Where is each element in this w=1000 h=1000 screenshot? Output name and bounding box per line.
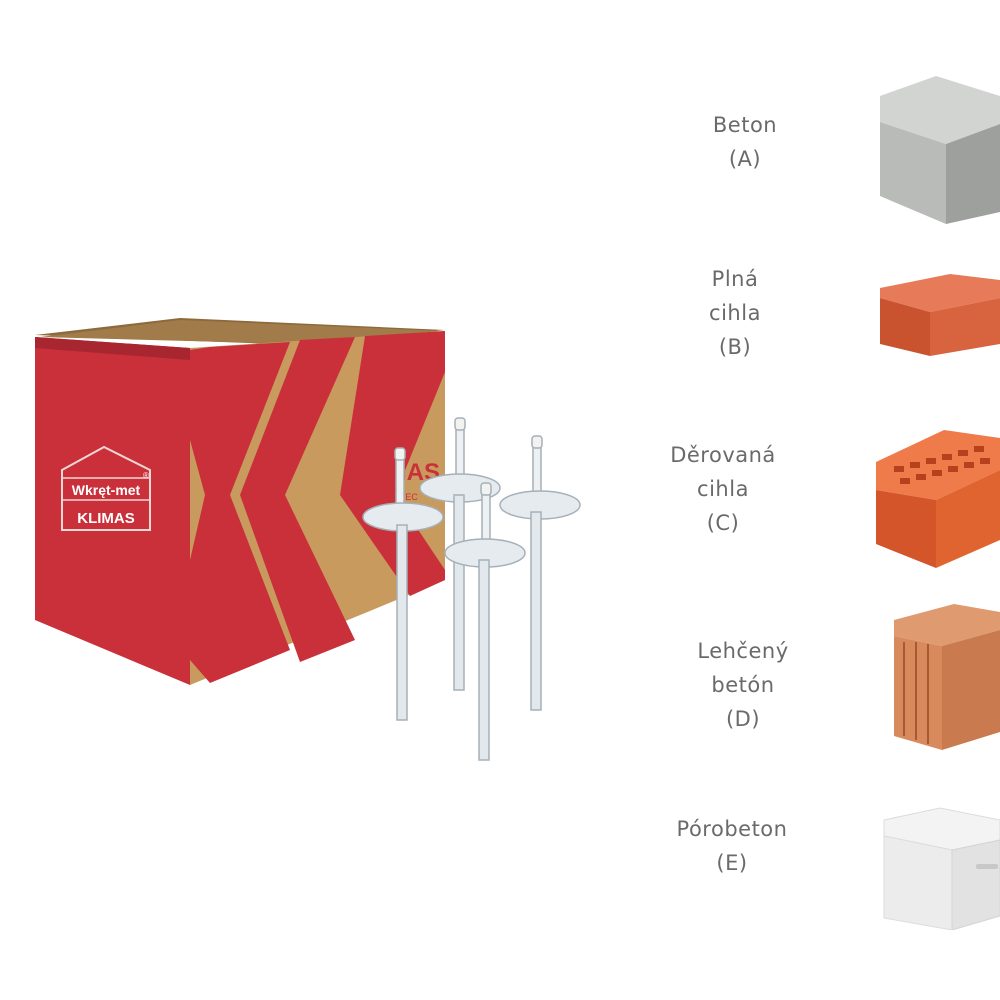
material-d-line-1: Lehčený [697, 639, 789, 663]
product-image: Wkręt-met ® KLIMAS KLIMAS FASTENER TEC [35, 318, 581, 761]
material-a-line-2: (A) [728, 147, 762, 171]
material-c-line-2: cihla [697, 477, 749, 501]
material-d-line-2: betón [711, 673, 775, 697]
material-a-line-1: Beton [712, 113, 778, 137]
material-c-line-1: Děrovaná [670, 443, 776, 467]
material-e-line-2: (E) [716, 851, 748, 875]
material-e-line-1: Pórobeton [676, 817, 788, 841]
registered-mark: ® [143, 471, 149, 480]
concrete-block-icon [876, 72, 1000, 224]
brand-badge [61, 445, 151, 531]
box-brand-name: KLIMAS [77, 510, 135, 527]
material-b-line-2: cihla [709, 301, 761, 325]
material-label-a: Beton (A) [660, 108, 830, 176]
aerated-concrete-block-icon [880, 806, 1000, 930]
brand-badge-text: Wkręt-met [72, 482, 141, 498]
material-c-line-3: (C) [706, 511, 740, 535]
material-d-line-3: (D) [725, 707, 761, 731]
perforated-brick-icon [864, 420, 1000, 570]
material-label-c: Děrovaná cihla (C) [638, 438, 808, 540]
box-front-face [35, 337, 190, 685]
lightweight-block-icon [884, 590, 1000, 756]
material-label-e: Pórobeton (E) [647, 812, 817, 880]
product-box-illustration: Wkręt-met ® KLIMAS KLIMAS FASTENER TEC [35, 318, 581, 761]
insulation-anchors [362, 417, 581, 761]
solid-brick-icon [870, 258, 1000, 362]
material-b-line-1: Plná [711, 267, 759, 291]
material-label-d: Lehčený betón (D) [658, 634, 828, 736]
side-brand-sub: FASTENER TEC [350, 492, 418, 502]
material-b-line-3: (B) [718, 335, 752, 359]
material-label-b: Plná cihla (B) [650, 262, 820, 364]
